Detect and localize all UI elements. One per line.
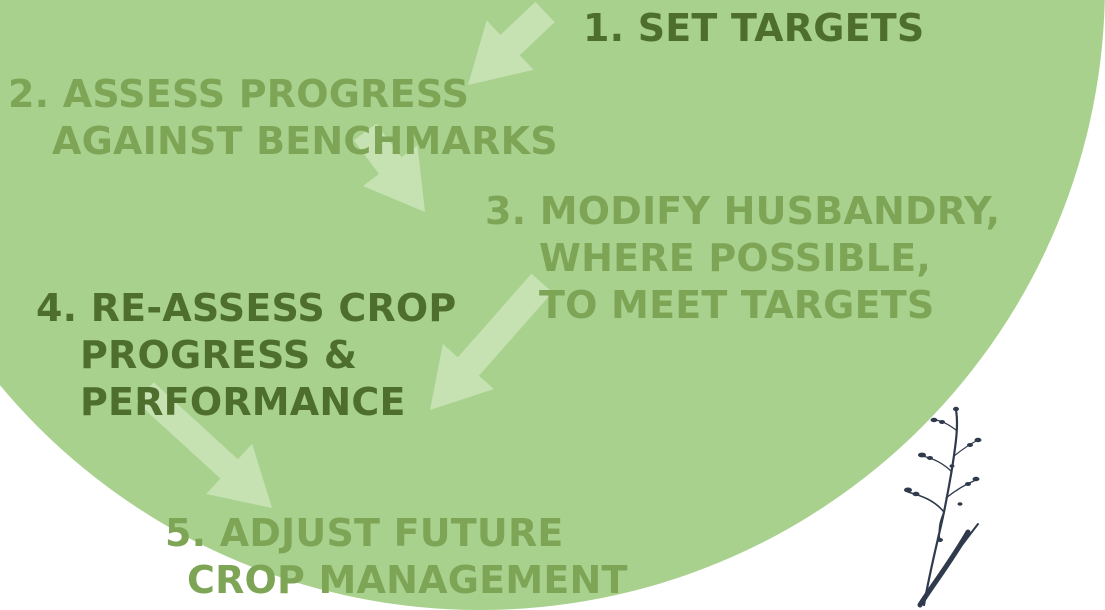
step-3-line-3: TO MEET TARGETS [539, 283, 935, 327]
step-4-line-1: 4. RE-ASSESS CROP [36, 286, 457, 330]
step-3-modify-husbandry: 3. MODIFY HUSBANDRY, WHERE POSSIBLE, TO … [485, 188, 1000, 329]
flow-arrow-4-shaft [136, 382, 240, 480]
step-1-set-targets: 1. SET TARGETS [583, 5, 924, 52]
step-4-line-2: PROGRESS & [80, 333, 358, 377]
flow-arrows [136, 1, 555, 508]
plant-sprig-icon [904, 406, 982, 608]
flow-arrow-4-head [206, 443, 272, 508]
flow-arrow-2-head [363, 145, 425, 212]
flow-arrow-4 [136, 382, 272, 508]
step-5-line-2: CROP MANAGEMENT [187, 558, 628, 602]
step-3-line-2: WHERE POSSIBLE, [539, 236, 932, 280]
step-5-adjust-future: 5. ADJUST FUTURE CROP MANAGEMENT [165, 510, 628, 604]
flow-arrow-3-head [430, 344, 494, 410]
step-4-reassess-crop: 4. RE-ASSESS CROP PROGRESS & PERFORMANCE [36, 285, 456, 426]
flow-arrow-2-shaft [353, 123, 403, 176]
step-2-line-1: 2. ASSESS PROGRESS [8, 72, 470, 116]
flow-arrow-1 [468, 1, 555, 85]
step-2-line-2: AGAINST BENCHMARKS [52, 119, 558, 163]
step-1-line-1: 1. SET TARGETS [583, 6, 925, 50]
step-2-assess-progress: 2. ASSESS PROGRESS AGAINST BENCHMARKS [8, 71, 558, 165]
step-3-line-1: 3. MODIFY HUSBANDRY, [485, 189, 1001, 233]
step-4-line-3: PERFORMANCE [80, 380, 406, 424]
flow-arrow-3 [430, 273, 553, 410]
flow-arrow-1-head [468, 20, 534, 85]
flow-arrow-1-shaft [499, 1, 555, 57]
flow-arrow-3-shaft [456, 273, 553, 378]
step-5-line-1: 5. ADJUST FUTURE [165, 511, 564, 555]
flow-arrow-2 [353, 123, 425, 212]
